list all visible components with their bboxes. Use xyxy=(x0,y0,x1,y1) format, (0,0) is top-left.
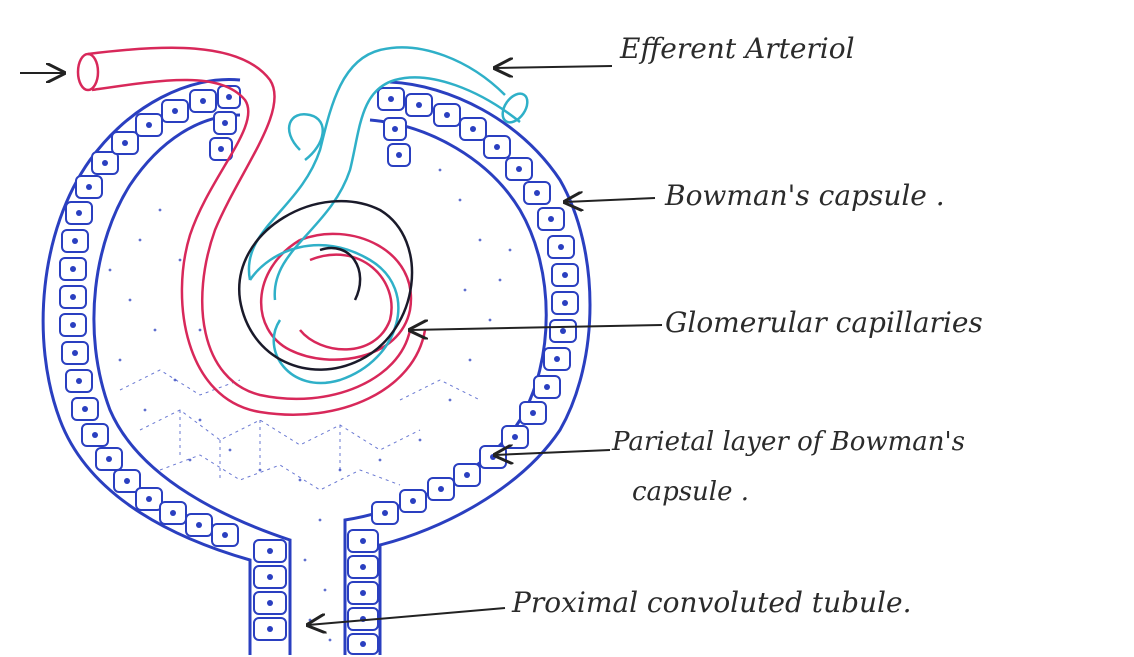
parietal-pointer xyxy=(495,450,610,455)
efferent-pointer xyxy=(495,66,612,68)
left-wall-cells xyxy=(60,86,240,546)
label-efferent-arteriol: Efferent Arteriol xyxy=(619,32,855,65)
bowman-pointer xyxy=(565,198,655,202)
label-proximal-convoluted-tubule: Proximal convoluted tubule. xyxy=(511,586,911,619)
proximal-pointer xyxy=(308,608,505,625)
glomerular-pointer xyxy=(410,325,662,330)
label-glomerular-capillaries: Glomerular capillaries xyxy=(665,306,983,339)
label-bowmans-capsule: Bowman's capsule . xyxy=(664,179,945,212)
label-parietal-layer-line1: Parietal layer of Bowman's xyxy=(611,427,965,457)
tubule-cells xyxy=(254,530,378,654)
label-parietal-layer-line2: capsule . xyxy=(632,477,749,507)
capsular-space-stipple xyxy=(109,169,512,642)
capsule-inner-wall xyxy=(94,115,546,655)
reticular-network xyxy=(120,370,480,490)
